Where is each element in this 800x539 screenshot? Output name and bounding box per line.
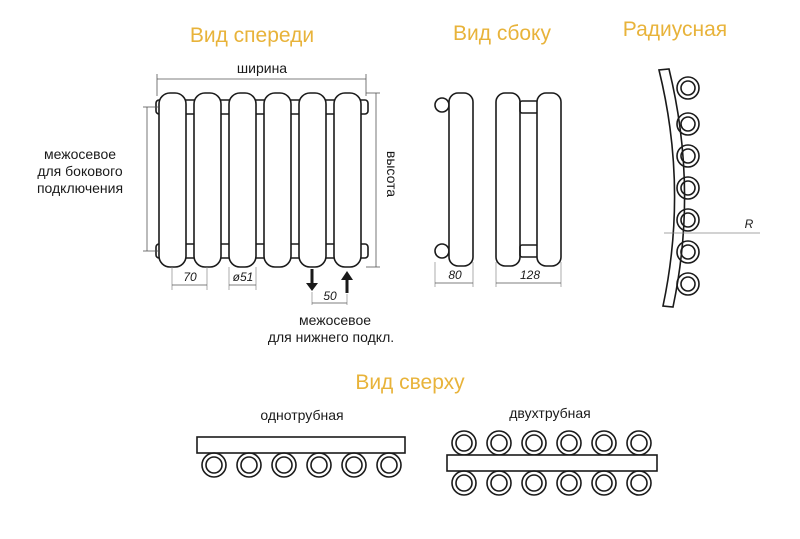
double-top-tubes-lower: [451, 470, 652, 496]
double-top-bar: [446, 454, 658, 472]
top-view-single: однотрубная: [196, 407, 406, 478]
bottom-connection-label-line1: межосевое: [299, 312, 371, 328]
front-view: ширина межосевое для бокового подключени…: [37, 60, 400, 345]
section: [298, 92, 327, 268]
radial-view: R: [658, 68, 760, 308]
bottom-inlet-arrow: [306, 269, 318, 291]
single-pipe-label: однотрубная: [260, 407, 343, 423]
front-sections: [158, 92, 362, 268]
side-double-tube: [495, 92, 562, 267]
side-connection-label-line3: подключения: [37, 180, 123, 196]
side-connection-label-line1: межосевое: [44, 146, 116, 162]
double-pipe-label: двухтрубная: [509, 405, 590, 421]
section: [193, 92, 222, 268]
side-single-depth-label: 80: [448, 268, 462, 282]
section: [228, 92, 257, 268]
double-top-tubes-upper: [451, 430, 652, 456]
bottom-outlet-arrow: [341, 271, 353, 293]
side-single-tube: [434, 92, 474, 267]
radial-tubes: [676, 76, 700, 296]
section-pitch-label: 70: [183, 270, 197, 284]
section: [263, 92, 292, 268]
bottom-spacing-label: 50: [323, 289, 337, 303]
front-view-title: Вид спереди: [190, 24, 314, 47]
radius-label: R: [745, 217, 754, 231]
tube-diameter-label: ø51: [233, 270, 254, 284]
section: [333, 92, 362, 268]
side-double-depth-label: 128: [520, 268, 540, 282]
top-view-title: Вид сверху: [355, 371, 465, 394]
height-label: высота: [384, 151, 400, 197]
bottom-connection-label-line2: для нижнего подкл.: [268, 329, 394, 345]
radial-plate: [658, 68, 686, 308]
side-view: 80 128: [434, 92, 562, 287]
side-view-title: Вид сбоку: [453, 22, 551, 45]
top-view-double: двухтрубная: [446, 405, 658, 496]
side-connection-label-line2: для бокового: [37, 163, 123, 179]
single-top-bar: [196, 436, 406, 454]
single-top-tubes: [201, 452, 402, 478]
width-label: ширина: [237, 60, 287, 76]
radial-view-title: Радиусная: [623, 18, 727, 41]
section: [158, 92, 187, 268]
